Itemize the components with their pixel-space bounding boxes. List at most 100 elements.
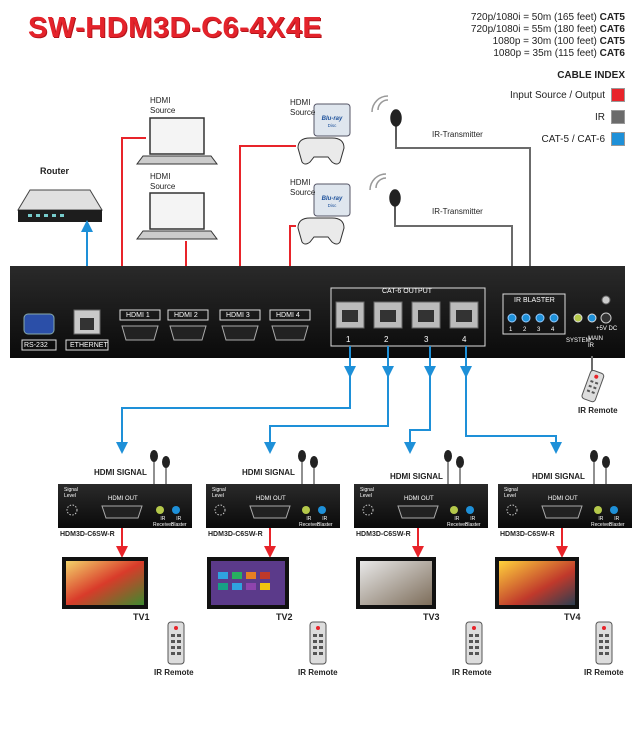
receiver-2 (206, 450, 340, 528)
source-label-1: HDMI Source (150, 96, 176, 115)
ir-blaster-num-3: 3 (537, 327, 541, 333)
ir-blaster-rx-label-3: IR Blaster (465, 516, 481, 528)
hdmi-signal-label-2: HDMI SIGNAL (242, 468, 295, 477)
switcher-unit (10, 266, 625, 358)
router-label: Router (40, 166, 69, 176)
ir-line-1 (395, 140, 536, 292)
cat6-output-frame (330, 287, 486, 347)
spec-line-4: 1080p = 35m (115 feet) CAT6 (493, 48, 625, 59)
ir-remote-label-2: IR Remote (298, 668, 338, 677)
receiver-1 (58, 450, 192, 528)
receiver-model-4: HDM3D-C6SW-R (500, 531, 555, 538)
main-ir-jack (587, 313, 597, 323)
signal-level-label-4: Signal Level (504, 487, 518, 499)
cat6-output-label: CAT-6 OUTPUT (382, 288, 433, 295)
ir-remote-label-1: IR Remote (154, 668, 194, 677)
rs232-port (21, 313, 57, 351)
ir-blaster-label: IR BLASTER (514, 297, 555, 304)
svg-text:Blu-ray: Blu-ray (322, 116, 343, 122)
ir-blaster-num-1: 1 (509, 327, 513, 333)
laptop-icon-2 (136, 192, 218, 240)
hdmi-out-label-4: HDMI OUT (548, 496, 578, 502)
power-label: +5V DC (596, 326, 618, 332)
ir-blaster-rx-label-1: IR Blaster (171, 516, 187, 528)
ir-receiver-label-1: IR Receiver (153, 516, 173, 528)
legend-input-output: Input Source / Output (510, 88, 625, 102)
ir-transmitter-label-2: IR-Transmitter (432, 207, 483, 216)
hdmi-signal-label-1: HDMI SIGNAL (94, 468, 147, 477)
output-number-1: 1 (346, 335, 351, 344)
cable-index-title: CABLE INDEX (557, 70, 625, 81)
hdmi4-label: HDMI 4 (276, 312, 300, 319)
ir-blaster-rx-label-2: IR Blaster (317, 516, 333, 528)
ir-receiver-label-4: IR Receiver (591, 516, 611, 528)
ir-remote-label-main: IR Remote (578, 406, 618, 415)
hdmi-out-label-2: HDMI OUT (256, 496, 286, 502)
cat-line-4 (465, 346, 562, 454)
red-swatch (611, 88, 625, 102)
receiver-3 (354, 450, 488, 528)
legend-ir: IR (595, 110, 625, 124)
rs232-label: RS-232 (24, 342, 48, 349)
tv-1 (62, 557, 148, 609)
signal-level-label-2: Signal Level (212, 487, 226, 499)
gray-swatch (611, 110, 625, 124)
ir-line-2 (394, 220, 518, 292)
receiver-model-3: HDM3D-C6SW-R (356, 531, 411, 538)
hdmi-input-ports (119, 309, 311, 341)
cat-line-1 (116, 346, 351, 454)
tv-label-2: TV2 (276, 612, 293, 622)
ir-blaster-frame (502, 293, 566, 335)
ir-transmitter-label-1: IR-Transmitter (432, 130, 483, 139)
ethernet-label: ETHERNET (70, 342, 108, 349)
ethernet-port (65, 309, 109, 351)
svg-text:Blu-ray: Blu-ray (322, 196, 343, 202)
tv-3 (356, 557, 436, 609)
signal-level-label-3: Signal Level (360, 487, 374, 499)
spec-line-1: 720p/1080i = 50m (165 feet) CAT5 (470, 12, 625, 23)
source-label-2: HDMI Source (150, 172, 176, 191)
ir-remote-label-3: IR Remote (452, 668, 492, 677)
ir-remote-icon-2 (309, 621, 327, 665)
source-line-3 (234, 145, 296, 312)
ir-remote-icon-3 (465, 621, 483, 665)
hdmi-out-label-3: HDMI OUT (404, 496, 434, 502)
receiver-4 (498, 450, 632, 528)
ir-blaster-num-4: 4 (551, 327, 555, 333)
ir-receiver-label-3: IR Receiver (447, 516, 467, 528)
system-ir-jack (573, 313, 583, 323)
svg-text:Disc: Disc (328, 123, 337, 128)
ir-remote-icon-1 (167, 621, 185, 665)
receiver-model-2: HDM3D-C6SW-R (208, 531, 263, 538)
tv-2 (207, 557, 289, 609)
system-label: SYSTEM (566, 338, 591, 344)
hdmi3-label: HDMI 3 (226, 312, 250, 319)
source-label-3: HDMI Source (290, 98, 316, 117)
cat-line-2 (264, 346, 389, 454)
source-label-4: HDMI Source (290, 178, 316, 197)
blue-swatch (611, 132, 625, 146)
hdmi-out-label-1: HDMI OUT (108, 496, 138, 502)
ir-blaster-rx-label-4: IR Blaster (609, 516, 625, 528)
ir-remote-icon-4 (595, 621, 613, 665)
signal-level-label-1: Signal Level (64, 487, 78, 499)
main-ir-label: MAIN IR (588, 336, 603, 349)
hdmi-signal-label-4: HDMI SIGNAL (532, 472, 585, 481)
output-number-3: 3 (424, 335, 429, 344)
hdmi2-label: HDMI 2 (174, 312, 198, 319)
ir-receiver-label-2: IR Receiver (299, 516, 319, 528)
svg-text:Disc: Disc (328, 203, 337, 208)
router (17, 189, 103, 222)
spec-line-3: 1080p = 30m (100 feet) CAT5 (492, 36, 625, 47)
legend-cat: CAT-5 / CAT-6 (541, 132, 625, 146)
hdmi1-label: HDMI 1 (126, 312, 150, 319)
bluray-player-icon-1: Blu-ray Disc (297, 103, 351, 165)
power-jack (601, 295, 611, 305)
output-number-4: 4 (462, 335, 467, 344)
page-title: SW-HDM3D-C6-4X4E (28, 12, 323, 44)
ir-blaster-num-2: 2 (523, 327, 527, 333)
tv-label-1: TV1 (133, 612, 150, 622)
hdmi-signal-label-3: HDMI SIGNAL (390, 472, 443, 481)
receiver-model-1: HDM3D-C6SW-R (60, 531, 115, 538)
